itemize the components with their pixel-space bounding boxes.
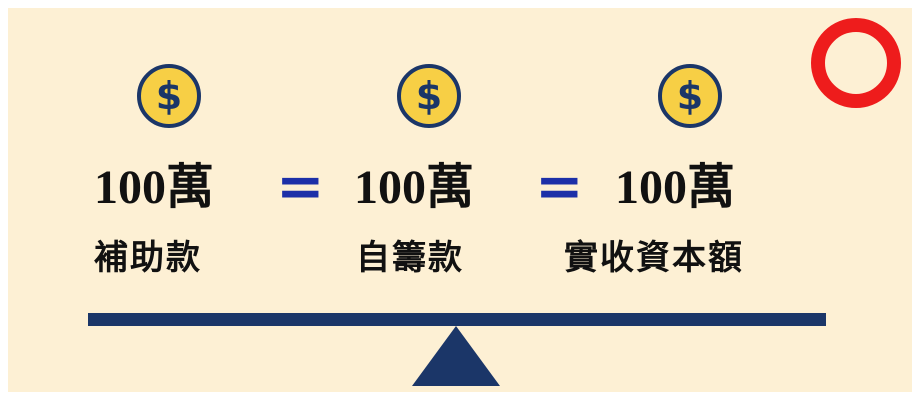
self-funding-label: 自籌款 bbox=[356, 238, 464, 278]
balance-beam bbox=[88, 313, 826, 326]
paid-in-capital-label: 實收資本額 bbox=[564, 238, 744, 278]
equals-sign: = bbox=[276, 152, 325, 220]
balance-fulcrum bbox=[412, 326, 500, 386]
dollar-coin-icon: $ bbox=[658, 64, 722, 128]
subsidy-amount: 100萬 bbox=[94, 161, 215, 214]
svg-text:$: $ bbox=[416, 74, 442, 118]
dollar-coin-icon: $ bbox=[397, 64, 461, 128]
svg-text:$: $ bbox=[677, 74, 703, 118]
circle-correct-icon bbox=[811, 18, 901, 108]
paid-in-capital-amount: 100萬 bbox=[615, 161, 736, 214]
svg-text:$: $ bbox=[156, 74, 182, 118]
dollar-coin-icon: $ bbox=[137, 64, 201, 128]
self-funding-amount: 100萬 bbox=[354, 161, 475, 214]
equals-sign: = bbox=[535, 152, 584, 220]
subsidy-label: 補助款 bbox=[94, 238, 202, 278]
balance-diagram: $ $ $ 100萬 = 100萬 = 100萬 補助款 自籌款 實收資本額 bbox=[8, 8, 912, 392]
